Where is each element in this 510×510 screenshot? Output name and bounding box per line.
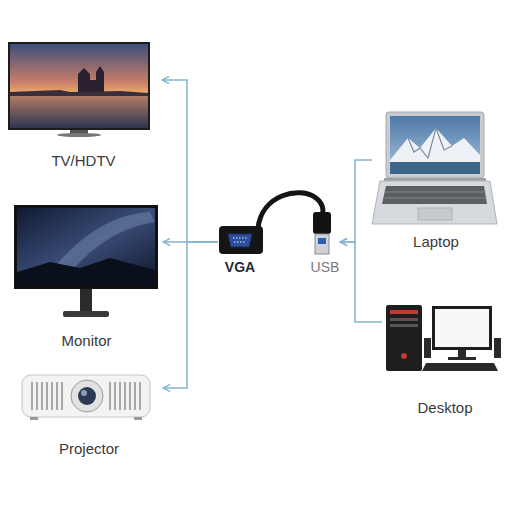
desktop-monitor: [432, 306, 492, 350]
projector-body: [22, 375, 150, 417]
usb-housing: [313, 212, 331, 234]
projector-illustration: [22, 375, 150, 420]
lens-glint: [81, 390, 87, 396]
keyboard: [422, 363, 498, 371]
tv-base: [57, 133, 101, 137]
projector-foot: [30, 417, 38, 420]
lake: [390, 162, 480, 174]
port-label: VGA: [218, 259, 262, 276]
device-label: TV/HDTV: [51, 152, 115, 170]
tv-illustration: [8, 42, 150, 137]
hills: [17, 258, 155, 286]
vga-usb-adapter: [219, 193, 331, 254]
desktop-illustration: [386, 305, 501, 371]
pc-tower: [386, 305, 422, 371]
connector-arrow: [163, 241, 218, 243]
monitor-device: Monitor: [10, 198, 163, 350]
tower-bay: [390, 324, 418, 327]
vga-housing: [219, 226, 263, 254]
vga-port: [228, 234, 252, 247]
connector-arrow: [340, 160, 372, 242]
monitor-bezel: [14, 205, 158, 289]
speaker: [494, 338, 501, 358]
castle-silhouette: [78, 66, 104, 92]
projector-foot: [134, 417, 142, 420]
projector-lens: [78, 387, 96, 405]
power-button: [401, 353, 407, 359]
usb-plug: [315, 234, 329, 254]
monitor-base: [63, 311, 109, 317]
vga-pins: [233, 238, 247, 242]
mountains: [390, 128, 480, 162]
tv-device: TV/HDTV: [5, 35, 162, 170]
shoreline: [10, 90, 148, 96]
speaker: [424, 338, 431, 358]
device-label: Desktop: [417, 399, 472, 417]
projector-device: Projector: [15, 365, 163, 458]
mountain-ridges: [408, 128, 452, 158]
connector-arrow: [163, 242, 218, 388]
laptop-lid: [386, 112, 484, 178]
monitor-illustration: [14, 205, 158, 317]
monitor-screen: [17, 208, 155, 286]
desktop-base: [448, 357, 476, 360]
laptop-keyboard: [382, 186, 487, 204]
monitor-neck: [80, 289, 92, 311]
laptop-base: [372, 181, 497, 224]
device-label: Laptop: [413, 233, 459, 251]
tv-screen: [10, 44, 148, 128]
projector-lens-ring: [71, 380, 103, 412]
key-rows: [383, 192, 487, 198]
desktop-stand: [458, 350, 466, 358]
desktop-device: Desktop: [382, 292, 508, 417]
tower-bay: [390, 318, 418, 321]
laptop-screen: [390, 116, 480, 174]
connector-arrow: [340, 242, 382, 322]
laptop-illustration: [372, 112, 497, 224]
device-label: Projector: [59, 440, 119, 458]
touchpad: [418, 208, 452, 220]
connector-arrow: [162, 80, 218, 242]
laptop-device: Laptop: [372, 105, 500, 251]
desktop-screen: [435, 309, 489, 347]
adapter-box: VGA USB: [218, 185, 340, 277]
tower-panel: [390, 310, 418, 314]
port-label: USB: [310, 259, 340, 276]
tv-frame: [8, 42, 150, 130]
device-label: Monitor: [61, 332, 111, 350]
usb-tongue: [318, 238, 326, 244]
